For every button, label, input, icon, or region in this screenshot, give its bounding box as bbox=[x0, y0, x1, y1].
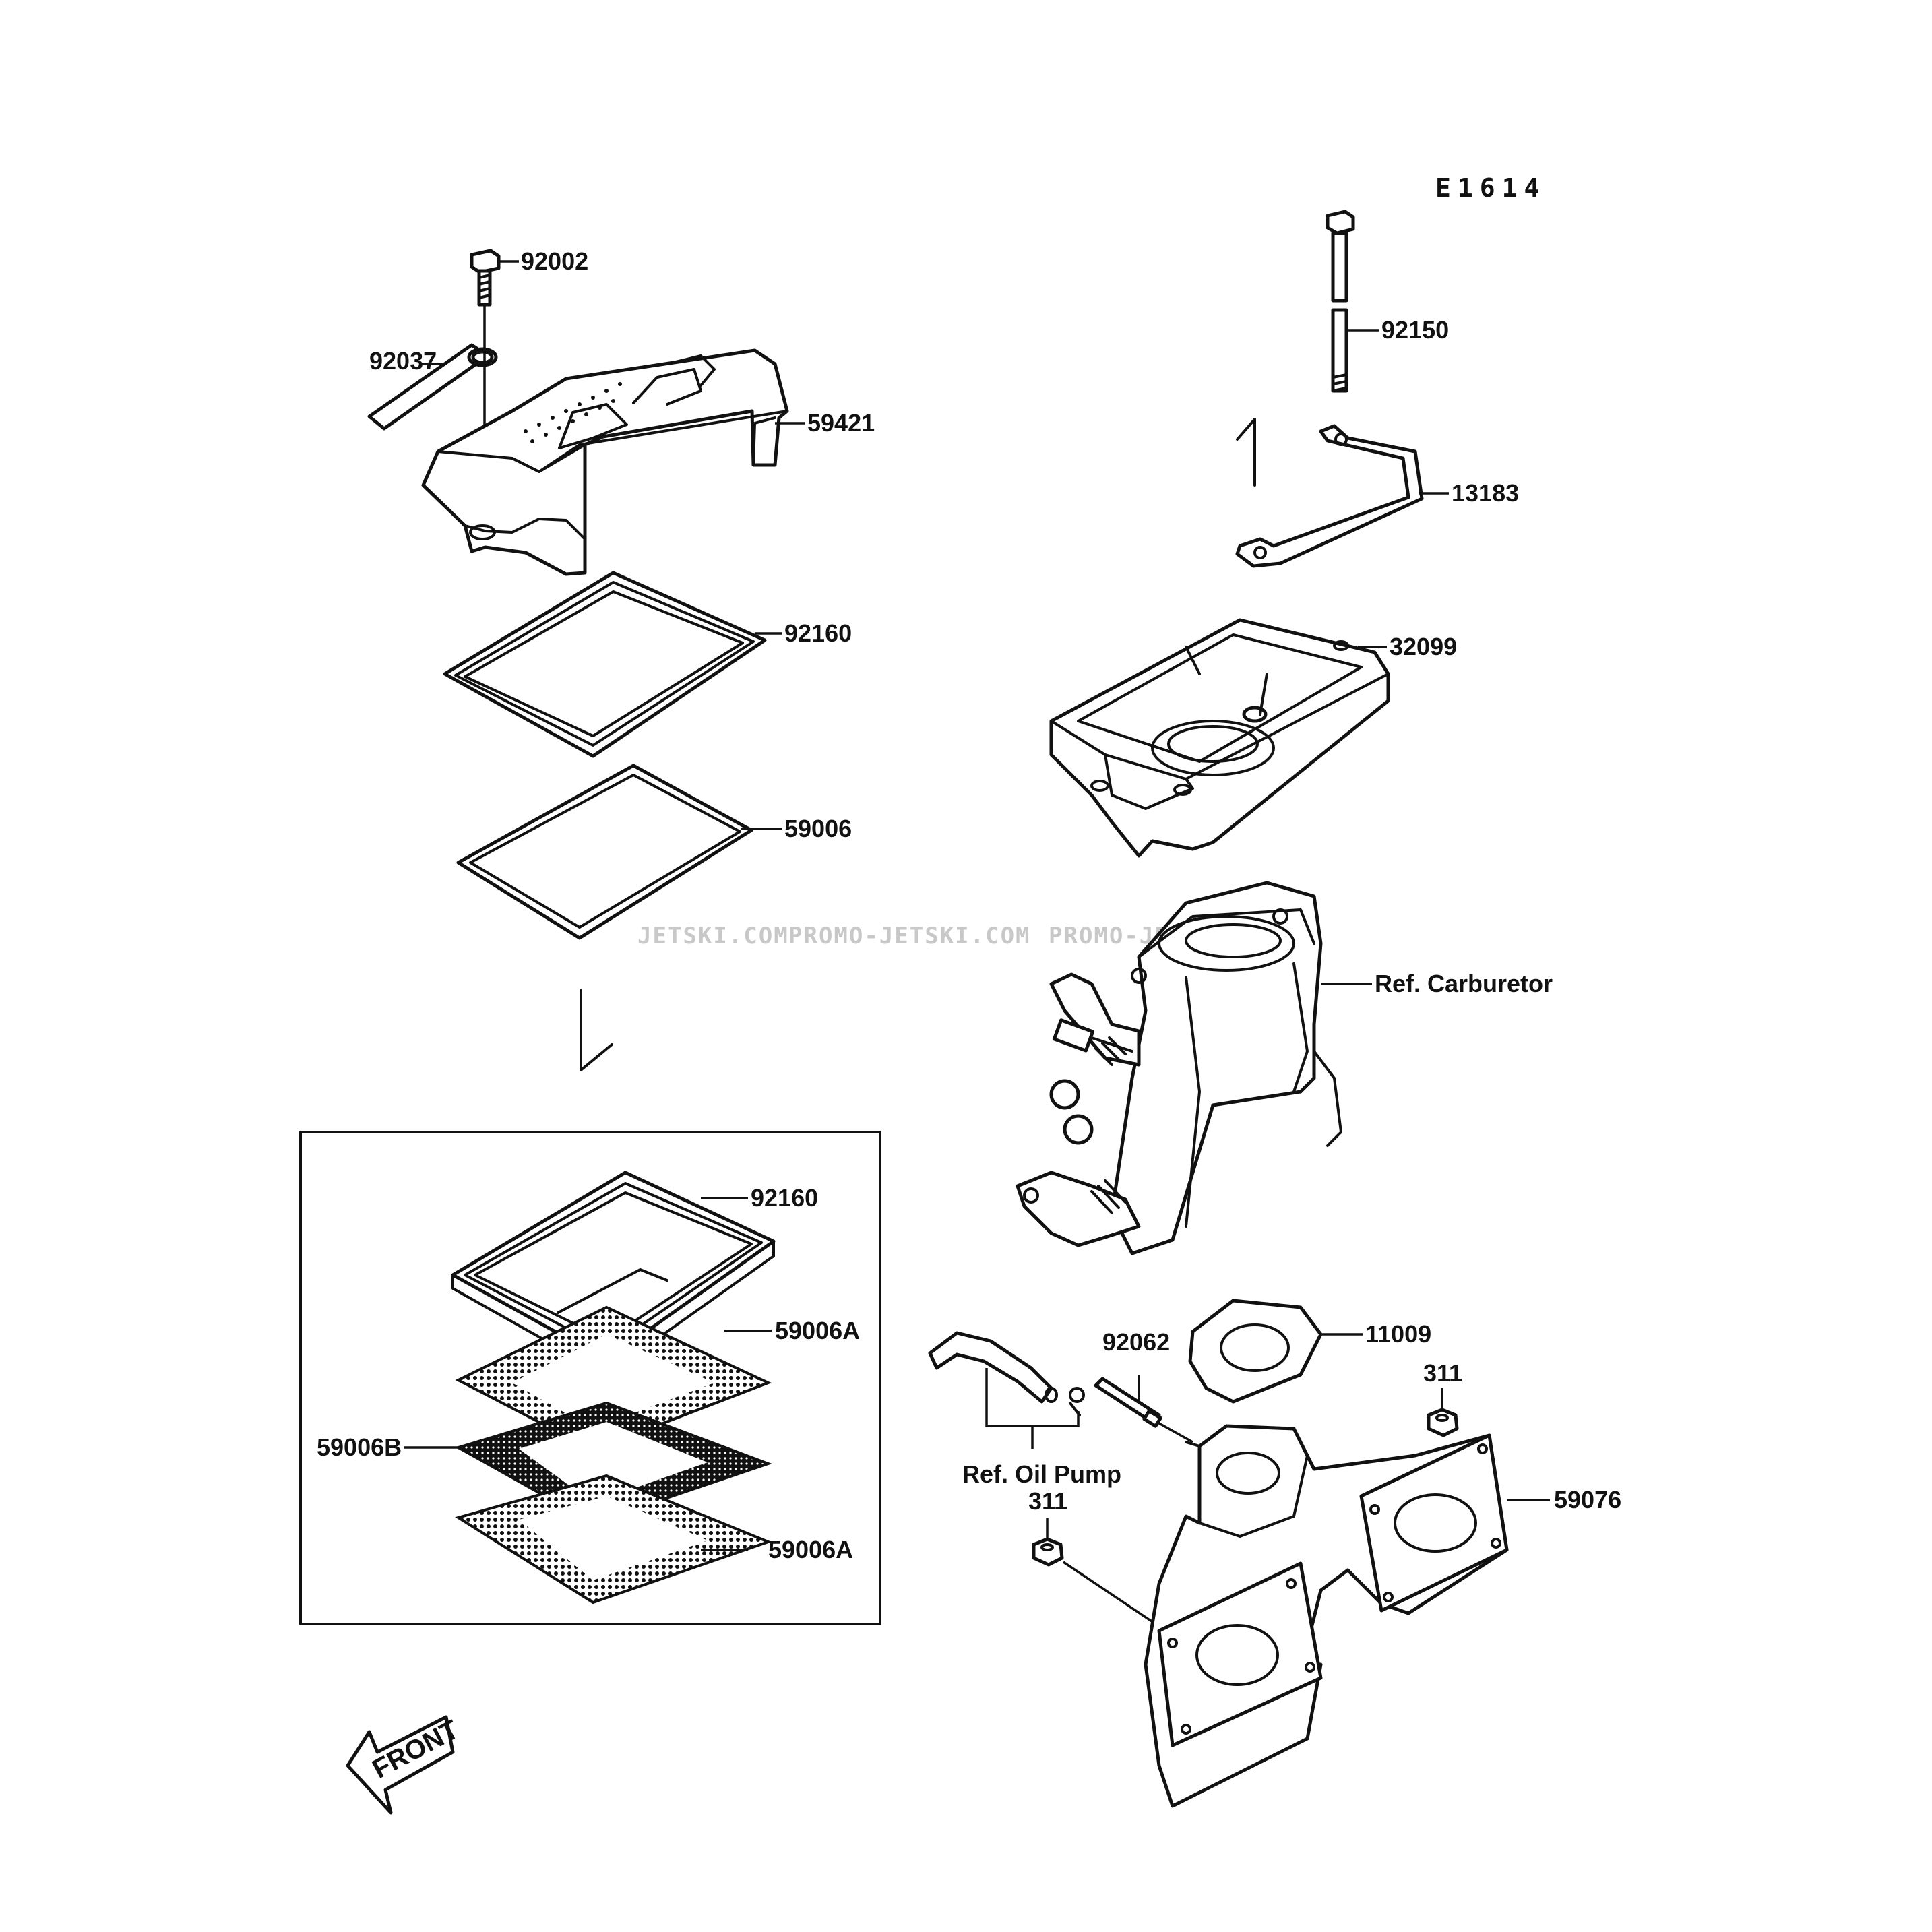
base-32099 bbox=[1049, 618, 1390, 858]
bolt-92150 bbox=[1326, 210, 1355, 393]
label-ref-oil-pump: Ref. Oil Pump bbox=[962, 1460, 1121, 1488]
label-59006A-top: 59006A bbox=[775, 1317, 860, 1344]
mesh-59006A-bottom bbox=[455, 1474, 772, 1604]
label-11009: 11009 bbox=[1365, 1320, 1431, 1348]
label-92062: 92062 bbox=[1102, 1328, 1170, 1356]
label-311-left: 311 bbox=[1028, 1487, 1067, 1515]
gasket-11009 bbox=[1188, 1299, 1323, 1404]
carburetor bbox=[1016, 881, 1342, 1255]
leader-92062-b bbox=[1158, 1422, 1193, 1443]
watermark-2: PROMO-JETSKI.COM bbox=[788, 923, 1031, 949]
label-92037: 92037 bbox=[369, 347, 437, 375]
label-59006B: 59006B bbox=[317, 1433, 402, 1461]
oil-pump-hose bbox=[928, 1331, 1085, 1416]
label-59006: 59006 bbox=[784, 815, 852, 842]
gasket-92160-top bbox=[443, 571, 767, 758]
label-ref-carburetor: Ref. Carburetor bbox=[1375, 970, 1553, 997]
element-59006 bbox=[456, 764, 753, 940]
label-59421: 59421 bbox=[807, 409, 875, 437]
nipple-92062 bbox=[1094, 1377, 1162, 1428]
label-92160-top: 92160 bbox=[784, 619, 852, 647]
front-arrow-icon: FRONT bbox=[346, 1714, 464, 1815]
label-59076: 59076 bbox=[1554, 1486, 1621, 1514]
label-92150: 92150 bbox=[1381, 316, 1449, 344]
nut-311-right bbox=[1427, 1408, 1459, 1437]
washer bbox=[471, 350, 494, 365]
manifold-59076 bbox=[1144, 1424, 1509, 1808]
label-92002: 92002 bbox=[521, 247, 588, 275]
direction-arrow-icon-right bbox=[1236, 418, 1256, 487]
bolt-92002 bbox=[470, 249, 501, 307]
label-311-right: 311 bbox=[1423, 1359, 1462, 1387]
label-32099: 32099 bbox=[1390, 633, 1457, 660]
label-59006A-bottom: 59006A bbox=[768, 1536, 853, 1563]
nut-311-left bbox=[1032, 1537, 1064, 1567]
cover-59421 bbox=[421, 348, 789, 576]
watermark-1: JETSKI.COM bbox=[637, 923, 789, 949]
label-13183: 13183 bbox=[1452, 479, 1519, 507]
diagram-code: E1614 bbox=[1435, 173, 1546, 203]
bracket-13183 bbox=[1235, 424, 1424, 568]
label-92160-box: 92160 bbox=[751, 1184, 818, 1212]
leader-311-left-b bbox=[1063, 1561, 1166, 1632]
kit-box bbox=[299, 1131, 881, 1625]
direction-arrow-icon bbox=[580, 989, 613, 1071]
